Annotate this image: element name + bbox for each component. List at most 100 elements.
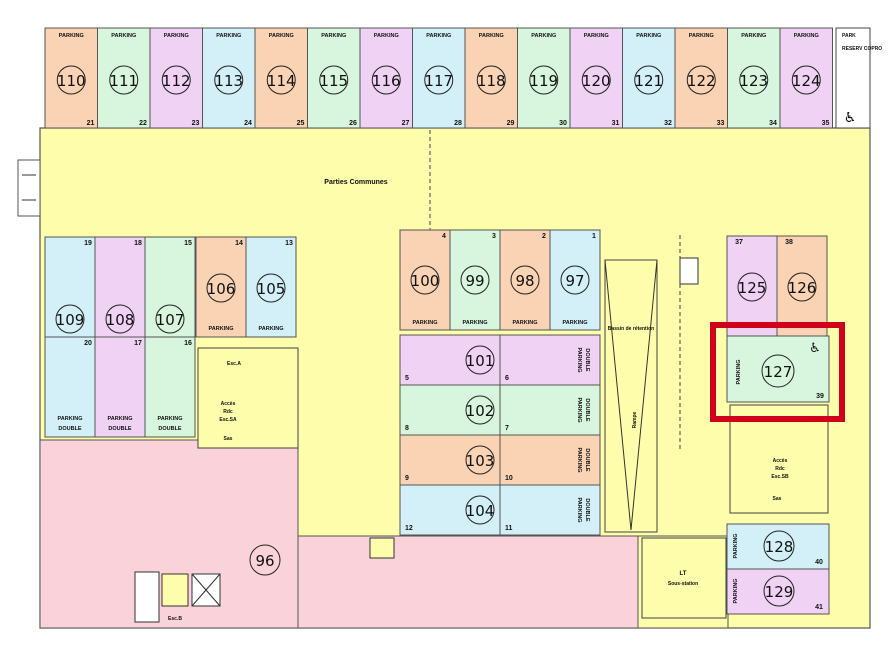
lot-number: 33	[717, 120, 725, 127]
spot-number-circle	[763, 575, 795, 607]
lot-number: 34	[769, 120, 777, 127]
spot-label: PARKING	[108, 416, 133, 422]
wall-detail	[17, 159, 41, 217]
spot-box	[94, 236, 146, 338]
lot-number: 37	[735, 239, 743, 246]
spot-number: 100	[411, 272, 440, 290]
spot-number-circle	[510, 265, 540, 295]
lot-number: 17	[134, 340, 142, 347]
spot-number: 98	[515, 272, 534, 290]
lot-number: 29	[507, 120, 515, 127]
small-room-south	[369, 537, 395, 559]
lot-number: 13	[285, 240, 293, 247]
lot-number: 24	[244, 120, 252, 127]
label-esc-b: Esc.B	[168, 616, 182, 622]
spot-number: 127	[764, 363, 793, 381]
spot-number: 125	[738, 279, 767, 297]
spot-label: PARKING	[111, 33, 136, 39]
spot-number-circle	[686, 65, 716, 95]
spot-number: 114	[267, 72, 296, 90]
spot-label: DOUBLE	[584, 498, 590, 522]
spot-number-circle	[105, 304, 135, 334]
lot-number: 16	[184, 340, 192, 347]
spot-number-circle	[791, 65, 821, 95]
spot-number-circle	[465, 345, 495, 375]
lot-number: 12	[405, 525, 413, 532]
spot-box	[499, 229, 551, 331]
parking-spot-125[interactable]: 125 37	[726, 235, 778, 337]
spot-number-circle	[266, 65, 296, 95]
spot-box	[97, 27, 151, 129]
lot-number: 3	[492, 233, 496, 240]
spot-box	[144, 336, 196, 438]
spot-label: PARKING	[479, 33, 504, 39]
spot-box	[254, 27, 308, 129]
spot-label: PARKING	[584, 33, 609, 39]
spot-label: PARKING	[636, 33, 661, 39]
spot-number: 101	[466, 352, 495, 370]
lot-number: 20	[84, 340, 92, 347]
label-sas-right: Sas	[773, 496, 782, 502]
spot-label: PARKING	[269, 33, 294, 39]
label-acces-left: Accès	[221, 401, 236, 407]
lot-number: 35	[822, 120, 830, 127]
zone-96[interactable]: 96	[249, 544, 281, 576]
label-esc-sb: Esc.SB	[771, 474, 789, 480]
spot-label: PARKING	[576, 398, 582, 423]
spot-number: 106	[207, 280, 236, 298]
stair-south	[134, 571, 160, 623]
spot-number-circle	[161, 65, 191, 95]
small-room-right	[679, 257, 699, 285]
spot-box	[202, 27, 256, 129]
spot-box	[726, 335, 830, 403]
spot-box	[569, 27, 623, 129]
spot-number: 110	[57, 72, 86, 90]
spot-label: PARKING	[321, 33, 346, 39]
spot-number: 129	[765, 583, 794, 601]
spot-number: 126	[788, 279, 817, 297]
spot-label: DOUBLE	[158, 426, 182, 432]
spot-label: PARKING	[158, 416, 183, 422]
label-rdc-right: Rdc	[775, 466, 785, 472]
spot-number-circle	[529, 65, 559, 95]
wheelchair-icon: ♿	[844, 110, 857, 126]
label-sas-left: Sas	[224, 436, 233, 442]
lot-number: 18	[134, 240, 142, 247]
highlight-frame	[710, 322, 845, 422]
